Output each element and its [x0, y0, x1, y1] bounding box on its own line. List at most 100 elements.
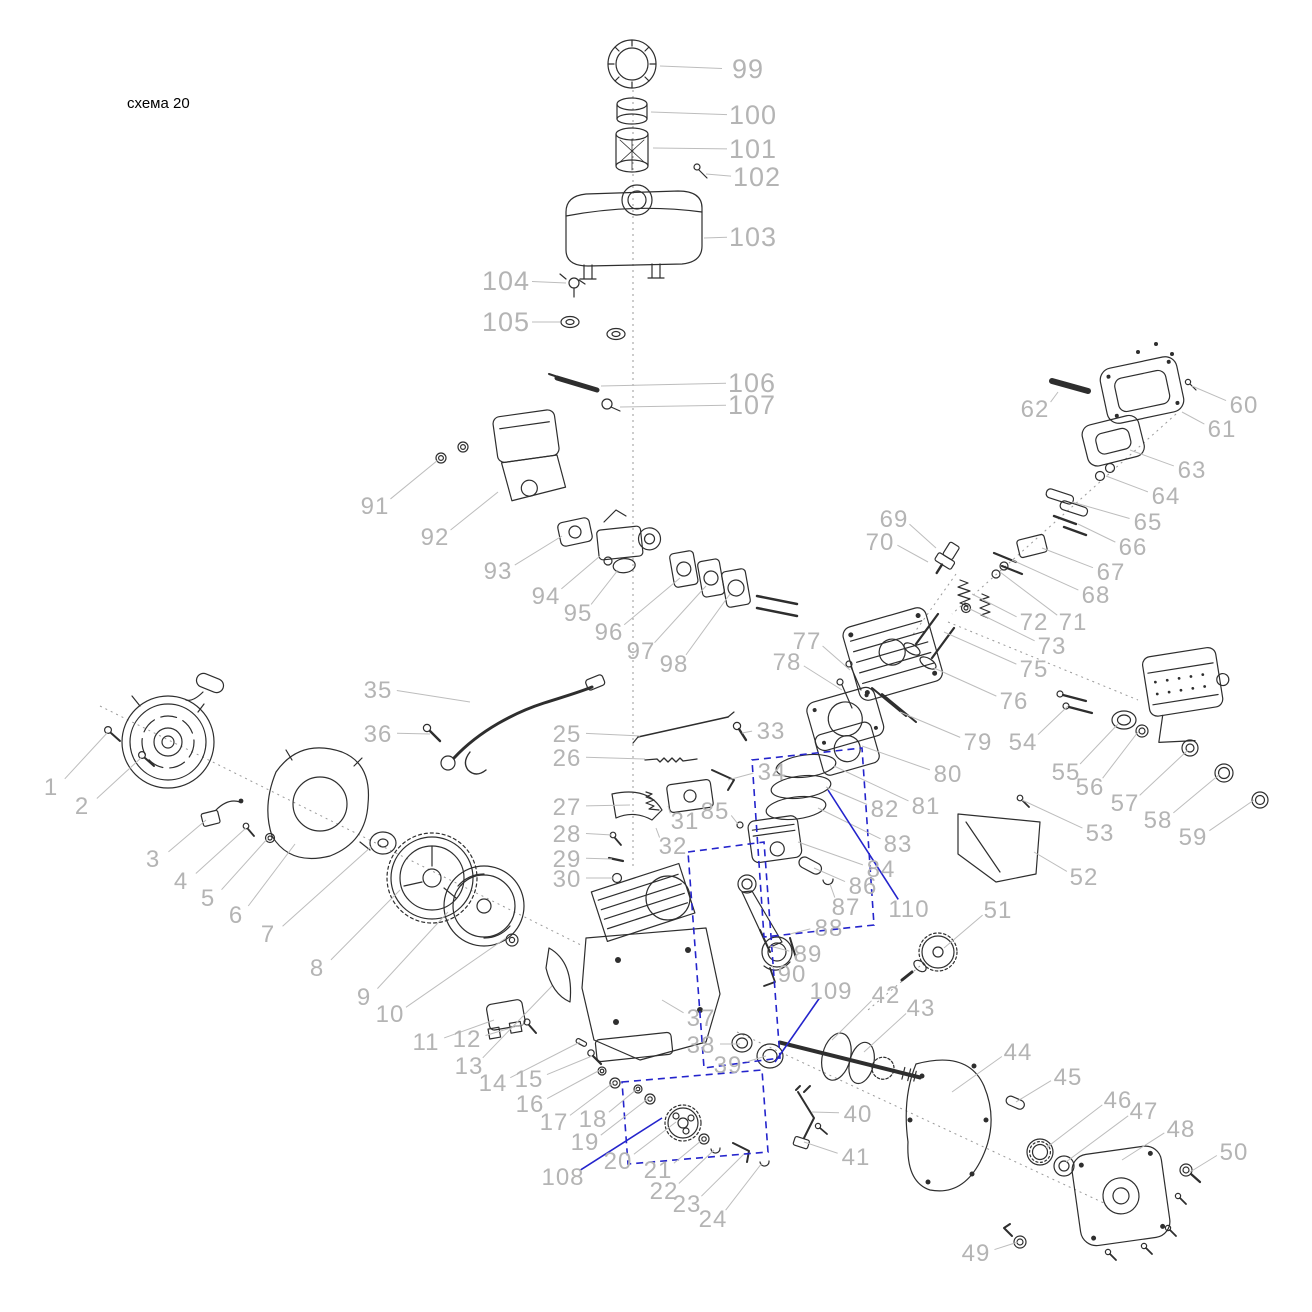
leader-line-71	[999, 571, 1058, 616]
leader-line-107	[619, 404, 727, 408]
leader-line-3	[168, 819, 207, 853]
leader-line-59	[1209, 799, 1255, 832]
leader-line-12	[485, 1023, 525, 1036]
highlight-leader-110	[827, 789, 899, 900]
part-label-70: 70	[866, 529, 895, 556]
part-label-69: 69	[880, 506, 909, 533]
part-label-67: 67	[1097, 559, 1126, 586]
leader-line-44	[951, 1056, 1003, 1093]
leader-line-20	[633, 1121, 677, 1155]
part-cover-screws	[1104, 1192, 1187, 1261]
part-label-42: 42	[872, 982, 901, 1009]
part-fan-housing	[267, 747, 371, 860]
leader-line-41	[803, 1141, 838, 1154]
part-spacer-18	[633, 1084, 643, 1094]
leader-line-79	[899, 711, 961, 738]
part-label-2: 2	[75, 793, 89, 820]
part-valve-keepers	[991, 561, 1009, 579]
part-label-4: 4	[174, 868, 188, 895]
part-cylinder-head	[842, 607, 944, 701]
leader-line-23	[701, 1153, 745, 1197]
leader-line-2	[96, 756, 143, 799]
part-label-23: 23	[673, 1191, 702, 1218]
part-label-108: 108	[541, 1164, 584, 1191]
part-ht-lead	[440, 674, 606, 775]
part-label-78: 78	[773, 649, 802, 676]
part-label-63: 63	[1178, 457, 1207, 484]
leader-line-40	[811, 1111, 840, 1114]
leader-line-88	[789, 928, 811, 935]
part-washer-57	[1181, 739, 1199, 757]
part-tank-screw	[693, 163, 708, 179]
part-label-66: 66	[1119, 534, 1148, 561]
part-label-57: 57	[1111, 790, 1140, 817]
part-side-cover-48	[1071, 1145, 1171, 1247]
part-guide-plate-67	[1016, 533, 1048, 559]
part-label-20: 20	[604, 1148, 633, 1175]
part-clamp-41	[792, 1135, 810, 1150]
part-bearing-46	[1026, 1138, 1054, 1166]
leader-line-101	[652, 147, 728, 150]
leader-line-96	[623, 577, 681, 626]
part-label-109: 109	[809, 978, 852, 1005]
part-washer-17	[609, 1077, 621, 1089]
leader-line-1	[64, 731, 109, 780]
part-label-9: 9	[357, 984, 371, 1011]
part-spark-plug	[934, 541, 960, 575]
leader-line-75	[943, 631, 1017, 665]
part-label-28: 28	[553, 821, 582, 848]
part-label-6: 6	[229, 902, 243, 929]
leader-line-51	[943, 914, 983, 949]
leader-line-81	[833, 765, 909, 802]
leader-line-26	[585, 756, 646, 760]
leader-line-48	[1121, 1132, 1165, 1161]
part-label-16: 16	[516, 1091, 545, 1118]
part-carb-gasket	[557, 517, 593, 547]
leader-line-31	[667, 805, 671, 814]
leader-line-53	[1021, 799, 1083, 829]
part-label-43: 43	[907, 995, 936, 1022]
part-governor-rod	[632, 711, 735, 744]
part-dowel-45	[1005, 1095, 1025, 1110]
part-label-5: 5	[201, 885, 215, 912]
part-label-95: 95	[564, 600, 593, 627]
part-label-51: 51	[984, 897, 1013, 924]
leader-line-73	[967, 607, 1035, 642]
part-intake-pipe	[1049, 378, 1091, 394]
leader-line-54	[1037, 705, 1069, 735]
part-label-50: 50	[1220, 1139, 1249, 1166]
leader-line-35	[396, 689, 471, 703]
part-pivot-nuts-64	[1094, 462, 1116, 482]
leader-line-87	[829, 883, 836, 898]
part-fuel-cap	[607, 39, 657, 89]
highlight-box-governor	[621, 1069, 769, 1165]
leader-line-24	[725, 1162, 763, 1211]
leader-line-27	[585, 804, 631, 807]
part-stop-switch	[200, 798, 244, 827]
leader-line-58	[1173, 773, 1221, 814]
leader-line-104	[531, 280, 567, 284]
part-label-47: 47	[1130, 1098, 1159, 1125]
part-label-22: 22	[650, 1178, 679, 1205]
leader-line-16	[546, 1069, 601, 1099]
part-washer-21	[698, 1133, 710, 1145]
part-label-105: 105	[482, 307, 530, 337]
part-crankcase-block	[581, 862, 721, 1063]
leader-line-4	[195, 827, 247, 874]
leader-line-102	[705, 173, 732, 177]
part-pin-85	[736, 821, 744, 829]
part-label-76: 76	[1000, 688, 1029, 715]
leader-line-7	[282, 845, 373, 927]
part-label-73: 73	[1038, 633, 1067, 660]
leader-line-67	[1041, 547, 1094, 569]
leader-line-80	[861, 745, 931, 771]
part-nuts-91	[435, 441, 469, 464]
part-head-gasket	[806, 686, 885, 752]
part-label-15: 15	[515, 1066, 544, 1093]
leader-line-5	[221, 837, 269, 891]
leader-line-22	[678, 1149, 715, 1184]
part-label-35: 35	[364, 677, 393, 704]
part-plate-13	[545, 947, 572, 1003]
leader-line-11	[443, 1019, 495, 1039]
part-label-80: 80	[934, 761, 963, 788]
